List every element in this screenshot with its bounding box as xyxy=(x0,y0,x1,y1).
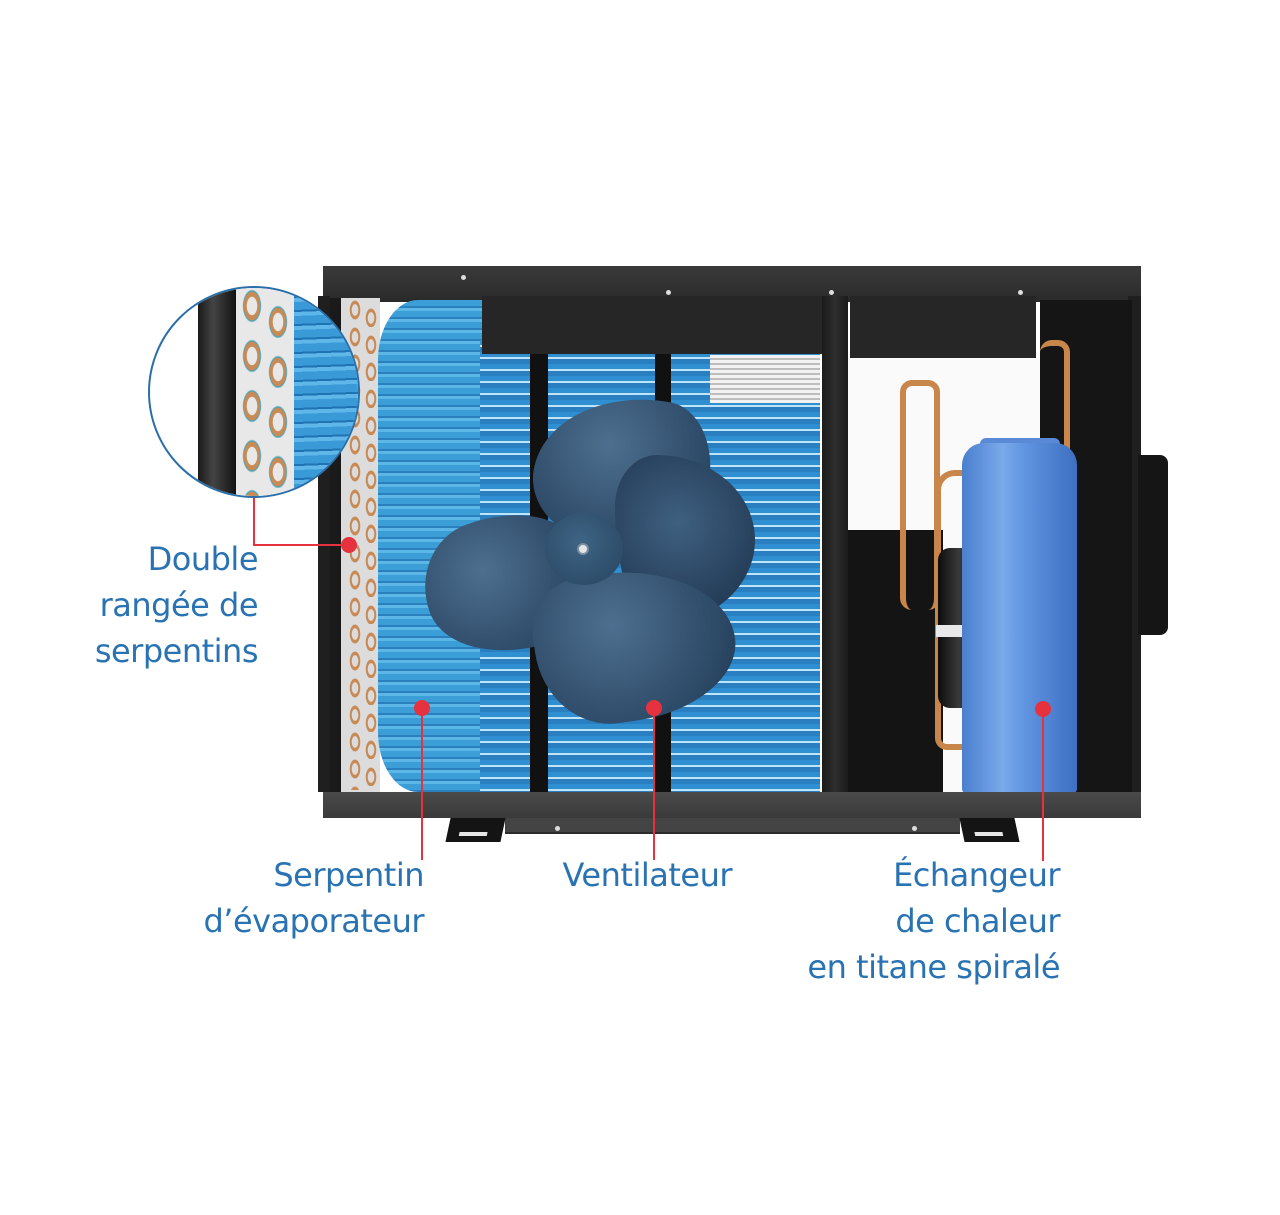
label-line: serpentins xyxy=(94,632,259,670)
callout-dot xyxy=(341,537,357,553)
label-evaporator-coil: Serpentin d’évaporateur xyxy=(203,852,424,944)
titanium-heat-exchanger-tank xyxy=(962,443,1077,793)
magnified-frame xyxy=(198,288,236,496)
label-line: en titane spiralé xyxy=(807,948,1060,986)
side-panel xyxy=(1138,455,1168,635)
callout-line xyxy=(653,708,655,860)
compressor-body xyxy=(848,530,943,792)
label-heat-exchanger: Échangeur de chaleur en titane spiralé xyxy=(807,852,1060,990)
screw-icon xyxy=(555,826,560,831)
control-box xyxy=(850,296,1036,358)
screw-icon xyxy=(461,275,466,280)
mounting-foot-right xyxy=(959,818,1020,842)
screw-icon xyxy=(1018,290,1023,295)
label-line: d’évaporateur xyxy=(203,902,424,940)
center-divider xyxy=(822,296,848,792)
label-double-coil: Double rangée de serpentins xyxy=(94,536,259,674)
label-line: Double xyxy=(147,540,259,578)
magnified-fins xyxy=(294,288,358,496)
base-rail xyxy=(323,792,1141,818)
fan-icon xyxy=(405,380,765,734)
magnified-coil-loops xyxy=(238,288,294,496)
label-line: rangée de xyxy=(99,586,259,624)
coil-magnifier xyxy=(148,286,360,498)
fan-hub-nut xyxy=(577,543,589,555)
label-fan: Ventilateur xyxy=(562,852,733,898)
mounting-foot-left xyxy=(445,818,506,842)
base-plate xyxy=(505,818,960,834)
label-line: de chaleur xyxy=(895,902,1060,940)
copper-pipe xyxy=(900,380,940,610)
heat-sink-grille xyxy=(710,355,820,403)
screw-icon xyxy=(829,290,834,295)
callout-line xyxy=(253,498,255,545)
callout-line xyxy=(1042,709,1044,861)
screw-icon xyxy=(666,290,671,295)
copper-pipe xyxy=(1040,340,1070,460)
callout-line xyxy=(421,708,423,860)
label-line: Échangeur xyxy=(893,856,1060,894)
label-line: Serpentin xyxy=(273,856,424,894)
callout-line xyxy=(253,544,349,546)
label-line: Ventilateur xyxy=(562,856,733,894)
fan-shroud xyxy=(482,296,825,354)
screw-icon xyxy=(912,826,917,831)
